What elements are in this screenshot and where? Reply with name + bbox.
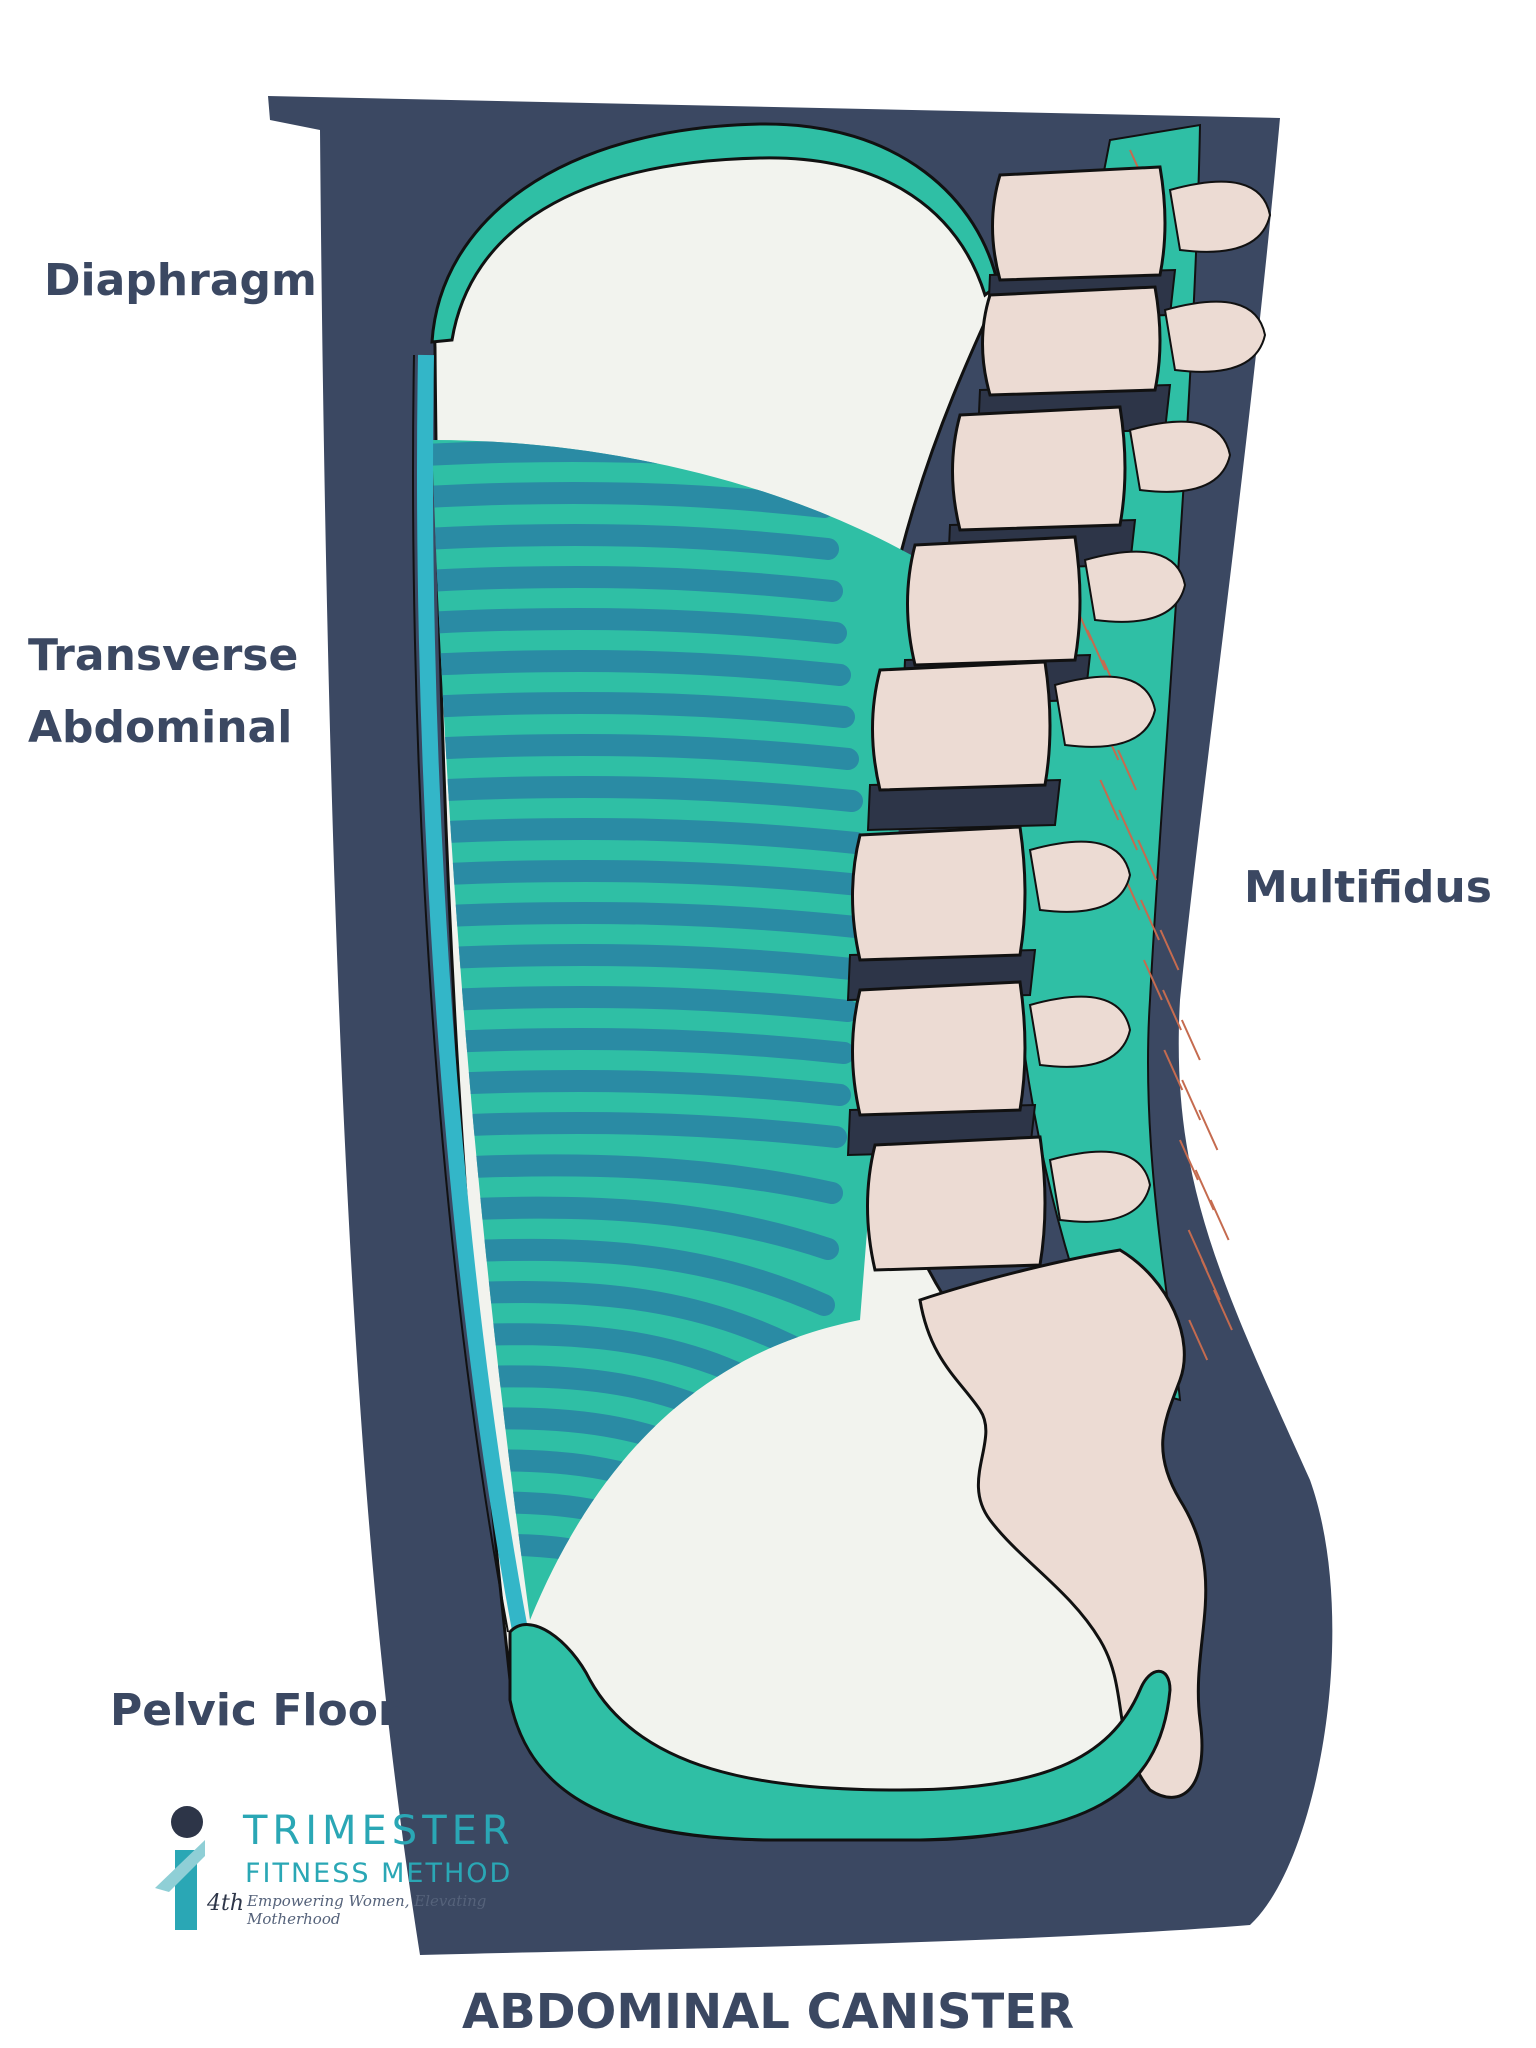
- vertebra: [953, 407, 1126, 530]
- label-multifidus: Multifidus: [1244, 862, 1492, 915]
- diagram-caption: ABDOMINAL CANISTER: [0, 1984, 1536, 2040]
- label-diaphragm: Diaphragm: [44, 255, 317, 308]
- multifidus-fiber: [1182, 1020, 1200, 1060]
- label-transverse-line2: Abdominal: [28, 692, 298, 764]
- vertebra: [983, 287, 1161, 395]
- multifidus-fiber: [1199, 1110, 1217, 1150]
- vertebra: [908, 537, 1081, 665]
- logo-title: TRIMESTER: [243, 1808, 515, 1854]
- vertebra: [853, 827, 1026, 960]
- multifidus-fiber: [1182, 1080, 1200, 1120]
- vertebra: [853, 982, 1026, 1115]
- trimester-logo: 4th TRIMESTER FITNESS METHOD Empowering …: [135, 1800, 555, 1930]
- logo-mark-text: 4th: [206, 1891, 244, 1916]
- label-pelvic-floor: Pelvic Floor: [110, 1685, 400, 1738]
- logo-tagline: Empowering Women, Elevating Motherhood: [247, 1892, 555, 1928]
- vertebra: [868, 1137, 1046, 1270]
- logo-mark: 4th: [135, 1800, 245, 1930]
- multifidus-fiber: [1211, 1200, 1229, 1240]
- label-transverse-line1: Transverse: [28, 620, 298, 692]
- logo-subtitle: FITNESS METHOD: [245, 1858, 512, 1889]
- label-transverse-abdominal: Transverse Abdominal: [28, 620, 298, 764]
- vertebra: [873, 662, 1051, 790]
- vertebra: [993, 167, 1166, 280]
